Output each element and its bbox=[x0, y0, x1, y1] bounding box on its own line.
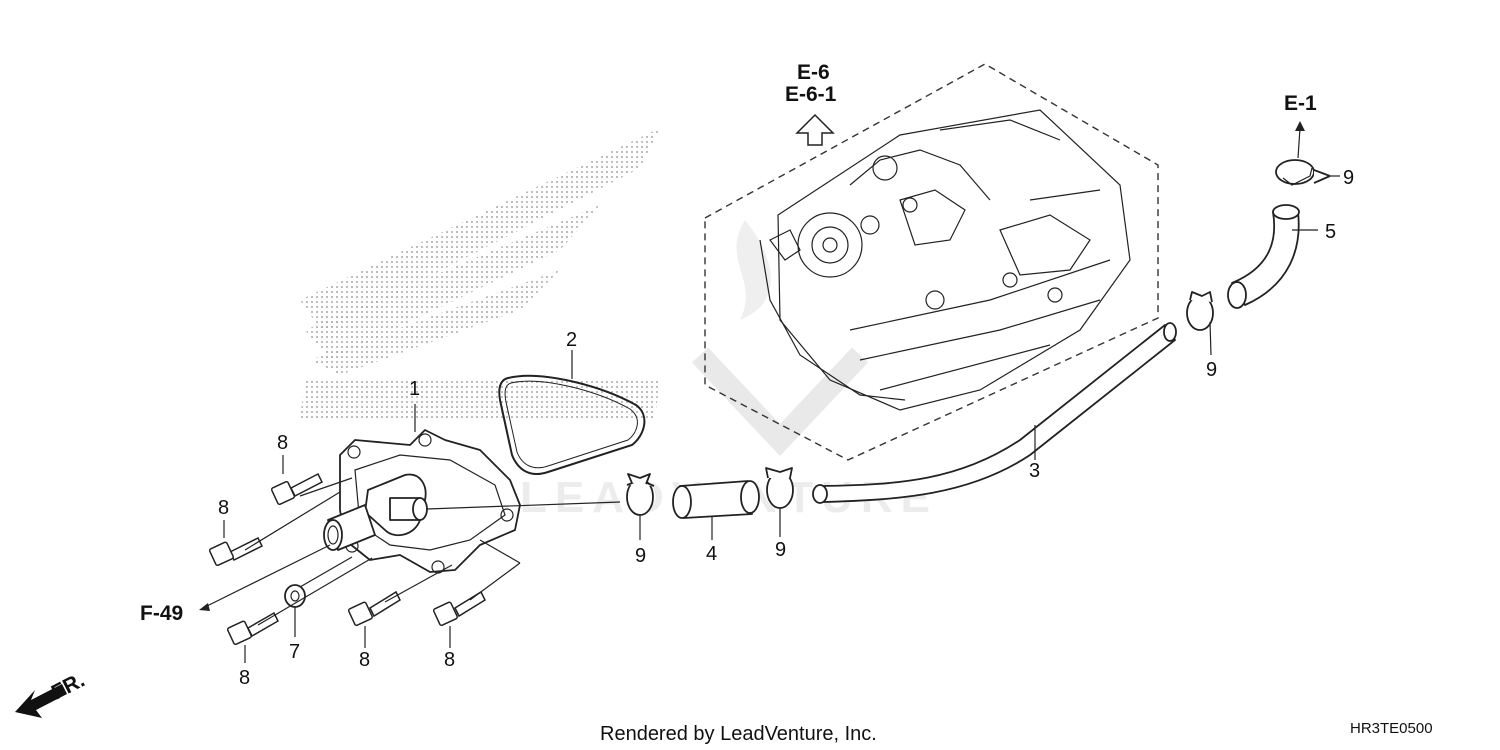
ref-label-e1: E-1 bbox=[1284, 92, 1317, 115]
callout-7: 7 bbox=[289, 641, 300, 663]
part-1-water-pump-cover bbox=[323, 404, 521, 574]
clamp-9-c bbox=[1186, 291, 1214, 356]
callout-8-b: 8 bbox=[218, 497, 229, 519]
bolt-8-b bbox=[208, 520, 264, 567]
callout-9-a: 9 bbox=[635, 545, 646, 567]
ref-label-f49: F-49 bbox=[140, 602, 183, 625]
bolt-8-e bbox=[432, 590, 486, 648]
front-direction-arrow: FR. bbox=[15, 669, 88, 718]
callout-8-a: 8 bbox=[277, 432, 288, 454]
callout-8-c: 8 bbox=[239, 667, 250, 689]
callout-9-b: 9 bbox=[775, 539, 786, 561]
callout-8-d: 8 bbox=[359, 649, 370, 671]
clamp-9-a bbox=[626, 473, 655, 540]
callouts: 1 2 3 4 5 7 8 8 8 8 8 9 9 9 9 bbox=[218, 167, 1354, 689]
part-7-washer bbox=[284, 584, 306, 637]
callout-1: 1 bbox=[409, 378, 420, 400]
bolt-8-d bbox=[347, 590, 401, 648]
watermark: LEADVENTURE bbox=[520, 220, 930, 522]
callout-4: 4 bbox=[706, 543, 717, 565]
part-5-elbow-hose bbox=[1227, 204, 1318, 309]
callout-2: 2 bbox=[566, 329, 577, 351]
part-3-long-hose bbox=[812, 322, 1177, 504]
diagram-code: HR3TE0500 bbox=[1350, 720, 1433, 737]
callout-8-e: 8 bbox=[444, 649, 455, 671]
clamp-9-b bbox=[765, 467, 794, 537]
ref-label-e6-1: E-6-1 bbox=[785, 83, 837, 106]
leader-lines bbox=[199, 477, 621, 626]
callout-9-d: 9 bbox=[1343, 167, 1354, 189]
callout-3: 3 bbox=[1029, 460, 1040, 482]
bolt-8-c bbox=[226, 611, 279, 663]
callout-9-c: 9 bbox=[1206, 359, 1217, 381]
bolt-8-a bbox=[270, 455, 324, 506]
wing-logo bbox=[300, 128, 660, 418]
part-2-gasket bbox=[498, 350, 646, 475]
part-4-hose bbox=[672, 480, 760, 540]
ref-arrow-e6: E-6 E-6-1 bbox=[785, 61, 837, 146]
clamp-9-d bbox=[1275, 159, 1340, 186]
engine-cover-outline bbox=[704, 63, 1159, 461]
ref-arrow-e1: E-1 bbox=[1284, 92, 1317, 159]
footer-credit: Rendered by LeadVenture, Inc. bbox=[600, 723, 877, 745]
ref-label-e6: E-6 bbox=[797, 61, 830, 84]
callout-5: 5 bbox=[1325, 221, 1336, 243]
